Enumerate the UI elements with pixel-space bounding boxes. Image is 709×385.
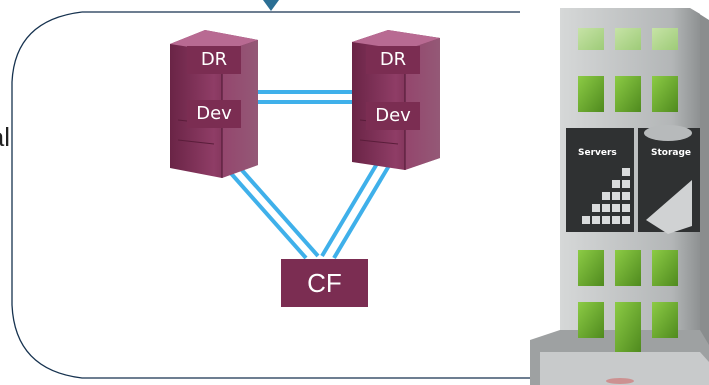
edge-text-fragment: al bbox=[0, 122, 10, 152]
link-right-to-cf bbox=[320, 160, 392, 260]
right-server-dr-label: DR bbox=[366, 46, 420, 74]
right-server-dev-label: Dev bbox=[366, 102, 420, 130]
left-server-dev-label: Dev bbox=[187, 100, 241, 128]
link-left-to-cf bbox=[226, 166, 320, 260]
top-arrow bbox=[263, 0, 279, 11]
cf-box: CF bbox=[281, 259, 368, 307]
link-servers bbox=[258, 90, 357, 104]
storage-label: Storage bbox=[651, 148, 692, 158]
container-outline bbox=[11, 11, 600, 379]
building bbox=[530, 8, 709, 385]
building-door bbox=[615, 302, 641, 352]
left-server-dr-label: DR bbox=[187, 46, 241, 74]
servers-label: Servers bbox=[578, 148, 617, 158]
